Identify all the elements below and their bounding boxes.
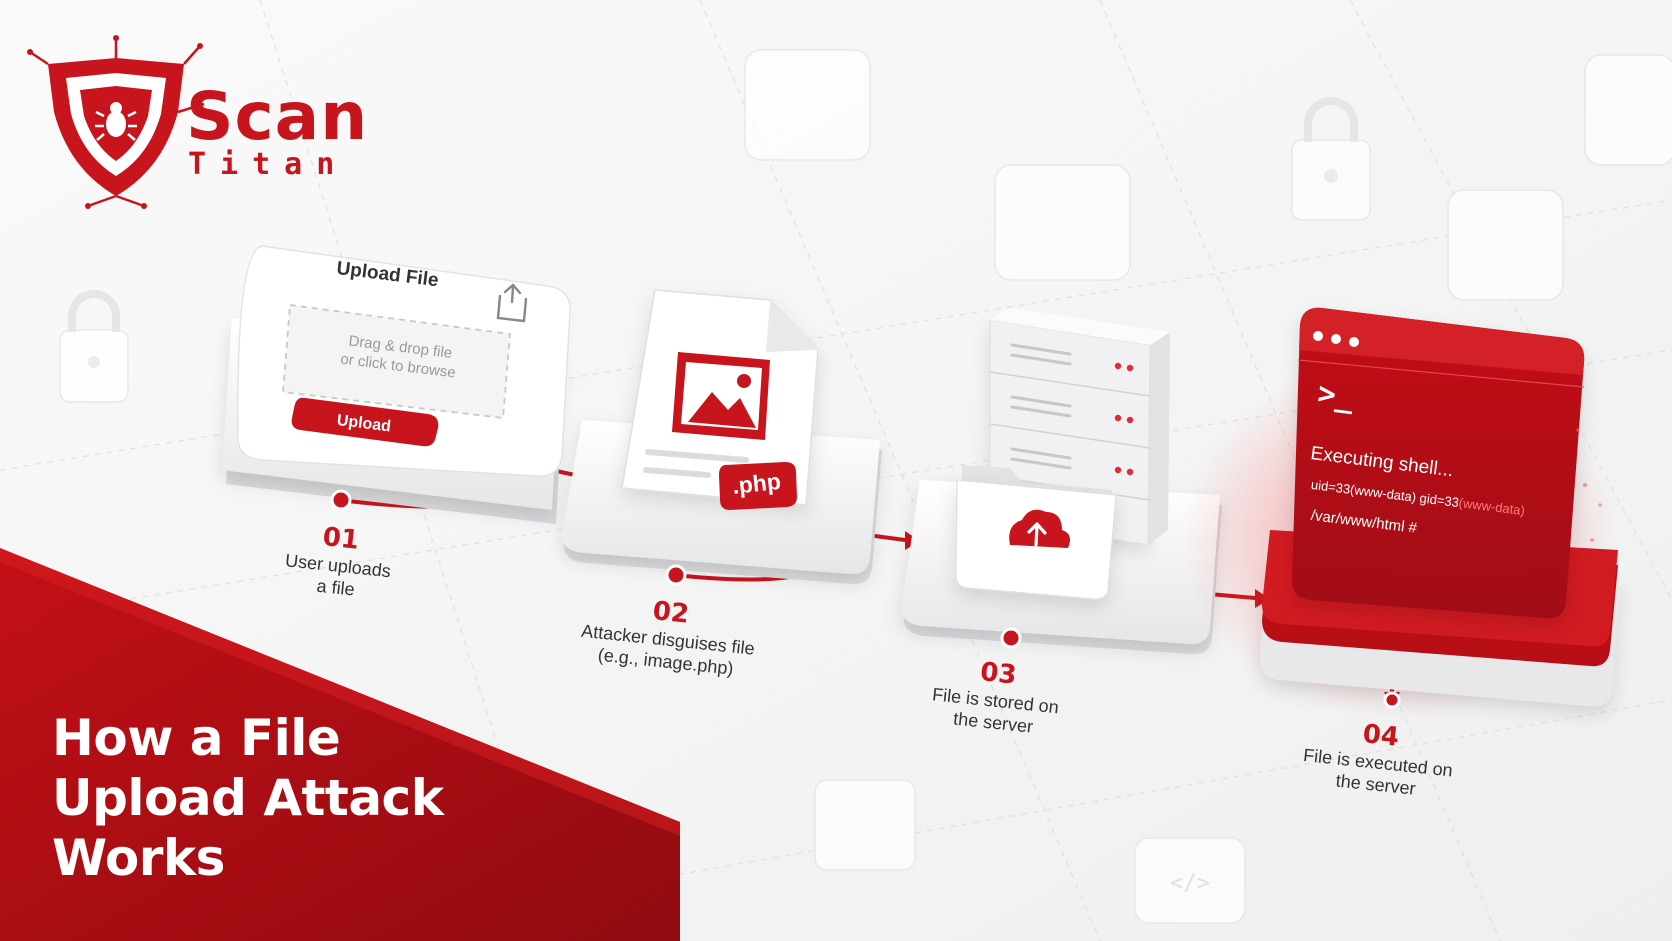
background-decor: </> bbox=[59, 49, 1672, 924]
upload-button[interactable] bbox=[291, 397, 439, 447]
upload-card bbox=[222, 245, 571, 524]
padlock-icon bbox=[59, 290, 129, 403]
upload-icon bbox=[496, 283, 528, 323]
page-title: How a File Upload Attack Works bbox=[52, 708, 522, 888]
title-line3: Works bbox=[52, 829, 225, 887]
server-card bbox=[901, 308, 1222, 655]
brand-name-line1: Scan bbox=[186, 78, 369, 155]
brand-name-line2: Titan bbox=[188, 147, 349, 182]
headline-panel bbox=[0, 548, 680, 941]
code-icon: </> bbox=[814, 779, 1246, 924]
file-card bbox=[562, 289, 882, 585]
title-line2: Upload Attack bbox=[52, 769, 444, 827]
svg-text:</>: </> bbox=[1170, 871, 1210, 896]
shield-bug-icon bbox=[95, 102, 137, 141]
cloud-upload-icon bbox=[1009, 509, 1070, 548]
title-line1: How a File bbox=[52, 709, 341, 767]
logo-shield bbox=[27, 35, 205, 209]
terminal-prompt: >_ bbox=[1315, 376, 1356, 416]
padlock-icon bbox=[1291, 97, 1371, 221]
image-icon bbox=[672, 352, 770, 440]
terminal-card bbox=[1180, 307, 1620, 720]
terminal-icon bbox=[1292, 307, 1585, 619]
file-extension-badge: .php bbox=[731, 467, 782, 499]
step-markers bbox=[330, 489, 1401, 709]
